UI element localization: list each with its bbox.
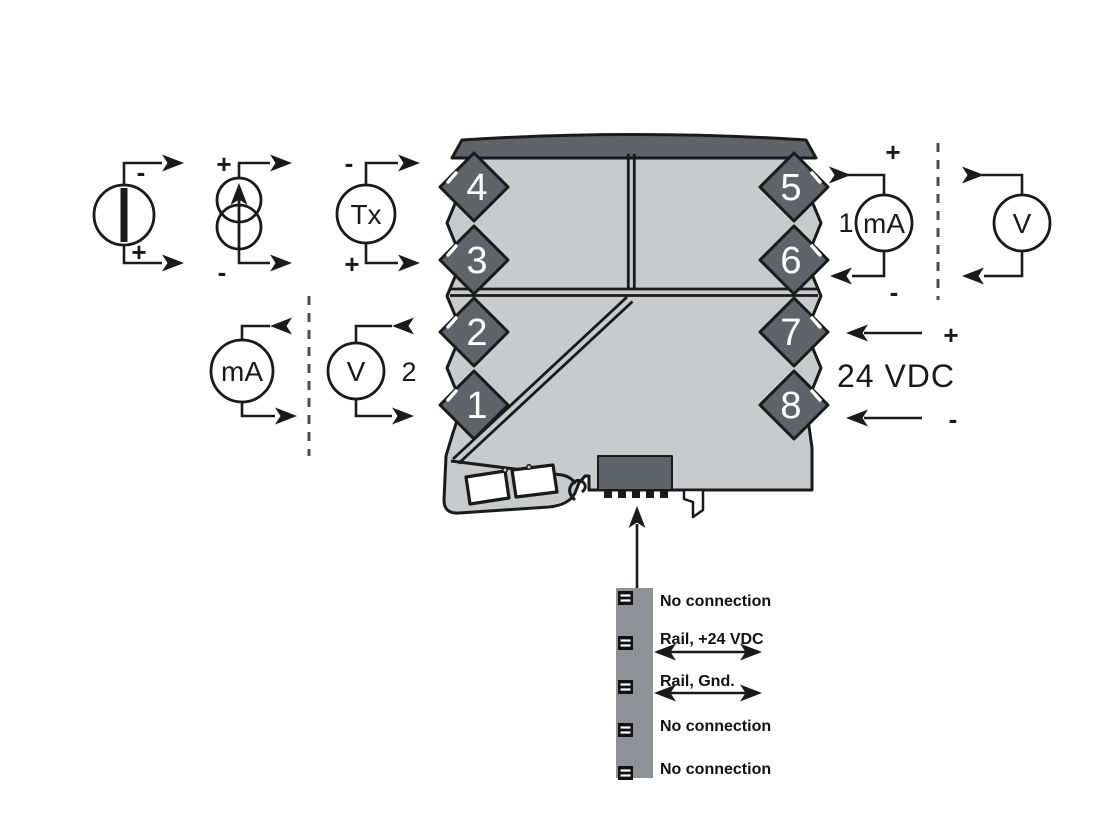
terminal-5-label: 5 xyxy=(780,167,801,209)
ma-meter-label: mA xyxy=(863,208,905,239)
bus-pins xyxy=(618,591,633,780)
transmitter-icon xyxy=(335,183,397,245)
din-rail-foot xyxy=(450,459,587,506)
terminal-7-label: 7 xyxy=(780,312,801,354)
bus-pin xyxy=(618,636,633,650)
screw-slot xyxy=(810,171,822,184)
terminal-4: 4 xyxy=(438,151,510,223)
input-transmitter: Tx - + xyxy=(335,148,420,279)
bus-pin-label: No connection xyxy=(660,761,771,778)
option-1-label: 1 xyxy=(838,208,853,238)
screw-slot xyxy=(446,389,458,402)
terminal-8: 8 xyxy=(758,369,830,441)
terminal-3-label: 3 xyxy=(466,240,487,282)
terminal-2-label: 2 xyxy=(466,312,487,354)
v-meter-label: V xyxy=(347,356,366,387)
output-left-ma-meter: mA xyxy=(209,317,297,425)
bus-pin-label: Rail, +24 VDC xyxy=(660,631,764,648)
screw-slot xyxy=(446,171,458,184)
bus-pin-label: No connection xyxy=(660,718,771,735)
bus-pin-label: No connection xyxy=(660,593,771,610)
transmitter-label: Tx xyxy=(350,199,381,230)
terminal-3: 3 xyxy=(438,224,510,296)
terminal-4-label: 4 xyxy=(466,167,487,209)
bus-pin xyxy=(618,766,633,780)
terminal-6-label: 6 xyxy=(780,240,801,282)
supply-minus-sign: - xyxy=(949,404,958,434)
option-2-label: 2 xyxy=(401,357,416,387)
din-module: 4 3 2 1 5 xyxy=(438,133,830,519)
output-left-v-meter: V 2 xyxy=(326,317,417,425)
voltage-source-top-sign: - xyxy=(137,157,146,187)
screw-slot xyxy=(446,316,458,329)
arrowhead-right xyxy=(162,154,184,172)
foot-window xyxy=(464,469,511,506)
connector-teeth xyxy=(604,489,668,498)
arrowhead-left xyxy=(270,317,292,335)
v-meter-label: V xyxy=(1013,208,1032,239)
voltage-source-bottom-sign: + xyxy=(131,237,146,267)
bus-pin xyxy=(618,723,633,737)
bus-pin xyxy=(618,680,633,694)
screw-slot xyxy=(810,389,822,402)
ma-meter-icon xyxy=(854,193,914,253)
terminal-6: 6 xyxy=(758,224,830,296)
terminals-right: 5 6 7 8 xyxy=(758,151,830,441)
supply-voltage-label: 24 VDC xyxy=(837,358,955,394)
output-right-ma-meter: mA 1 + - xyxy=(829,137,914,307)
current-source-top-sign: + xyxy=(216,149,231,179)
output-right-bottom-sign: - xyxy=(890,277,899,307)
arrowhead-right xyxy=(270,154,292,172)
foot-spring xyxy=(568,478,587,502)
bus-connector-block xyxy=(597,455,705,519)
terminals-left: 4 3 2 1 xyxy=(438,151,510,441)
terminal-1: 1 xyxy=(438,369,510,441)
supply-24vdc: + 24 VDC - xyxy=(837,320,959,434)
terminal-5: 5 xyxy=(758,151,830,223)
terminal-2: 2 xyxy=(438,296,510,368)
screw-slot xyxy=(810,316,822,329)
arrowhead-right xyxy=(398,154,420,172)
foot-window xyxy=(510,463,559,499)
module-top-cap xyxy=(450,133,818,160)
arrowhead-right xyxy=(962,166,984,184)
transmitter-top-sign: - xyxy=(345,148,354,178)
input-voltage-source: - + xyxy=(92,154,184,272)
bus-pin-labels: No connection Rail, +24 VDC Rail, Gnd. N… xyxy=(660,593,771,778)
arrowhead-right xyxy=(829,166,851,184)
arrowhead-right xyxy=(162,254,184,272)
output-right-top-sign: + xyxy=(885,137,900,167)
arrowhead-right xyxy=(275,407,297,425)
arrowhead-left xyxy=(830,267,852,285)
bus-pin-label: Rail, Gnd. xyxy=(660,673,735,690)
current-source-bottom-sign: - xyxy=(218,257,227,287)
rail-latch xyxy=(682,488,705,519)
arrowhead-right xyxy=(270,254,292,272)
transmitter-bottom-sign: + xyxy=(344,249,359,279)
v-meter-icon xyxy=(326,341,386,401)
arrowhead-right xyxy=(392,407,414,425)
input-current-source: + - xyxy=(215,149,292,287)
screw-slot xyxy=(810,244,822,257)
arrowhead-left xyxy=(392,317,414,335)
supply-plus-sign: + xyxy=(943,320,958,350)
v-meter-icon xyxy=(992,193,1052,253)
ma-meter-icon xyxy=(209,338,275,404)
arrowhead-right xyxy=(398,254,420,272)
ma-meter-label: mA xyxy=(221,356,263,387)
terminal-7: 7 xyxy=(758,296,830,368)
terminal-8-label: 8 xyxy=(780,385,801,427)
bus-pin xyxy=(618,591,633,605)
screw-slot xyxy=(446,244,458,257)
terminal-1-label: 1 xyxy=(466,385,487,427)
output-right-v-meter: V xyxy=(962,166,1052,285)
bus-connector-detail: No connection Rail, +24 VDC Rail, Gnd. N… xyxy=(616,506,771,780)
arrowhead-left xyxy=(962,267,984,285)
bus-rail-arrows xyxy=(654,643,762,702)
